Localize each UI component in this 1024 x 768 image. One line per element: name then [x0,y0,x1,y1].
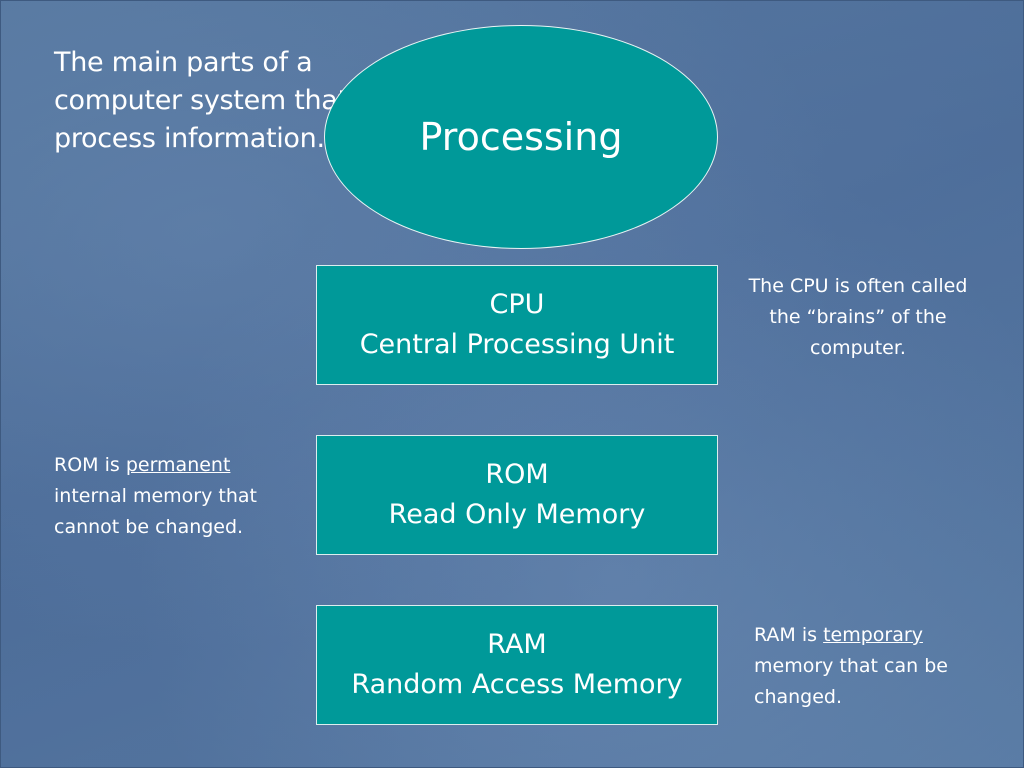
ram-full-name: Random Access Memory [351,669,683,700]
ram-box: RAM Random Access Memory [316,605,718,725]
cpu-note: The CPU is often called the “brains” of … [748,275,968,359]
intro-text: The main parts of a computer system that… [54,47,348,154]
ram-note-emphasis: temporary [823,624,923,646]
rom-note: ROM is permanent internal memory that ca… [54,450,304,543]
rom-acronym: ROM [485,459,549,490]
ram-note-prefix: RAM is [754,624,824,646]
rom-note-emphasis: permanent [125,454,231,476]
rom-full-name: Read Only Memory [388,499,646,530]
cpu-box: CPU Central Processing Unit [316,265,718,385]
rom-box: ROM Read Only Memory [316,435,718,555]
rom-note-suffix: internal memory that cannot be changed. [54,485,257,538]
processing-ellipse: Processing [324,25,718,249]
cpu-full-name: Central Processing Unit [359,329,675,360]
rom-note-prefix: ROM is [54,454,126,476]
processing-label: Processing [419,115,623,159]
ram-acronym: RAM [487,629,547,660]
cpu-acronym: CPU [489,289,545,320]
ram-note-suffix: memory that can be changed. [754,655,948,708]
ram-note: RAM is temporary memory that can be chan… [754,620,1004,713]
